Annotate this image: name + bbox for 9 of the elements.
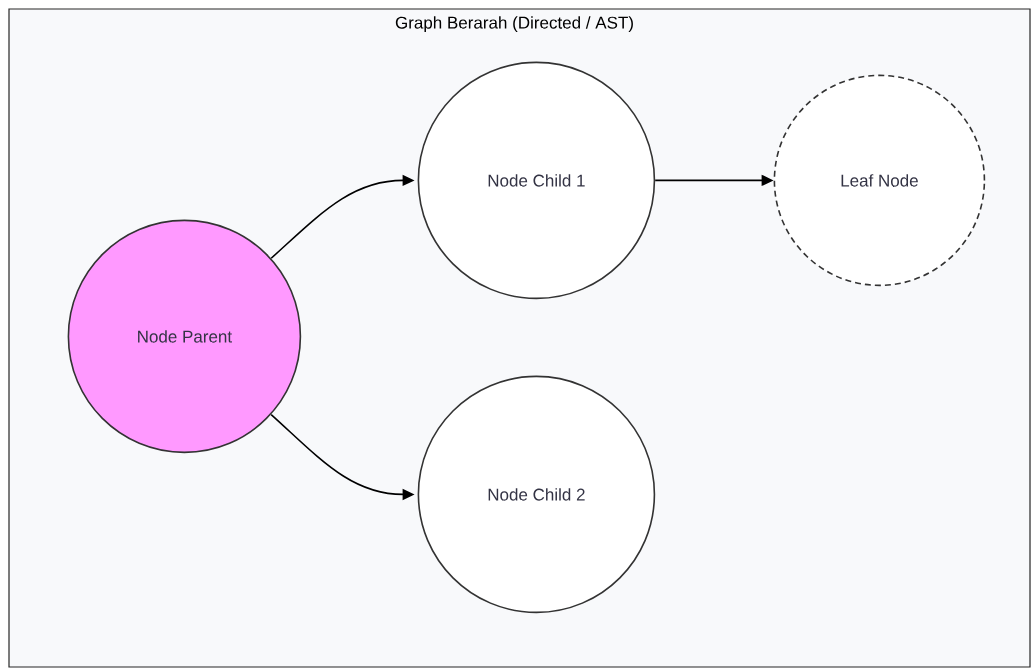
text-label: Leaf Node	[841, 174, 918, 187]
text-label: Node Child 1	[488, 174, 585, 187]
circle-node	[417, 375, 656, 614]
text-label: Node Child 2	[488, 488, 585, 501]
circle-node	[773, 74, 986, 287]
circle-node	[67, 219, 302, 454]
group-title: Graph Berarah (Directed / AST)	[395, 16, 633, 33]
circle-node	[417, 61, 656, 300]
text-label: Node Parent	[138, 330, 232, 343]
